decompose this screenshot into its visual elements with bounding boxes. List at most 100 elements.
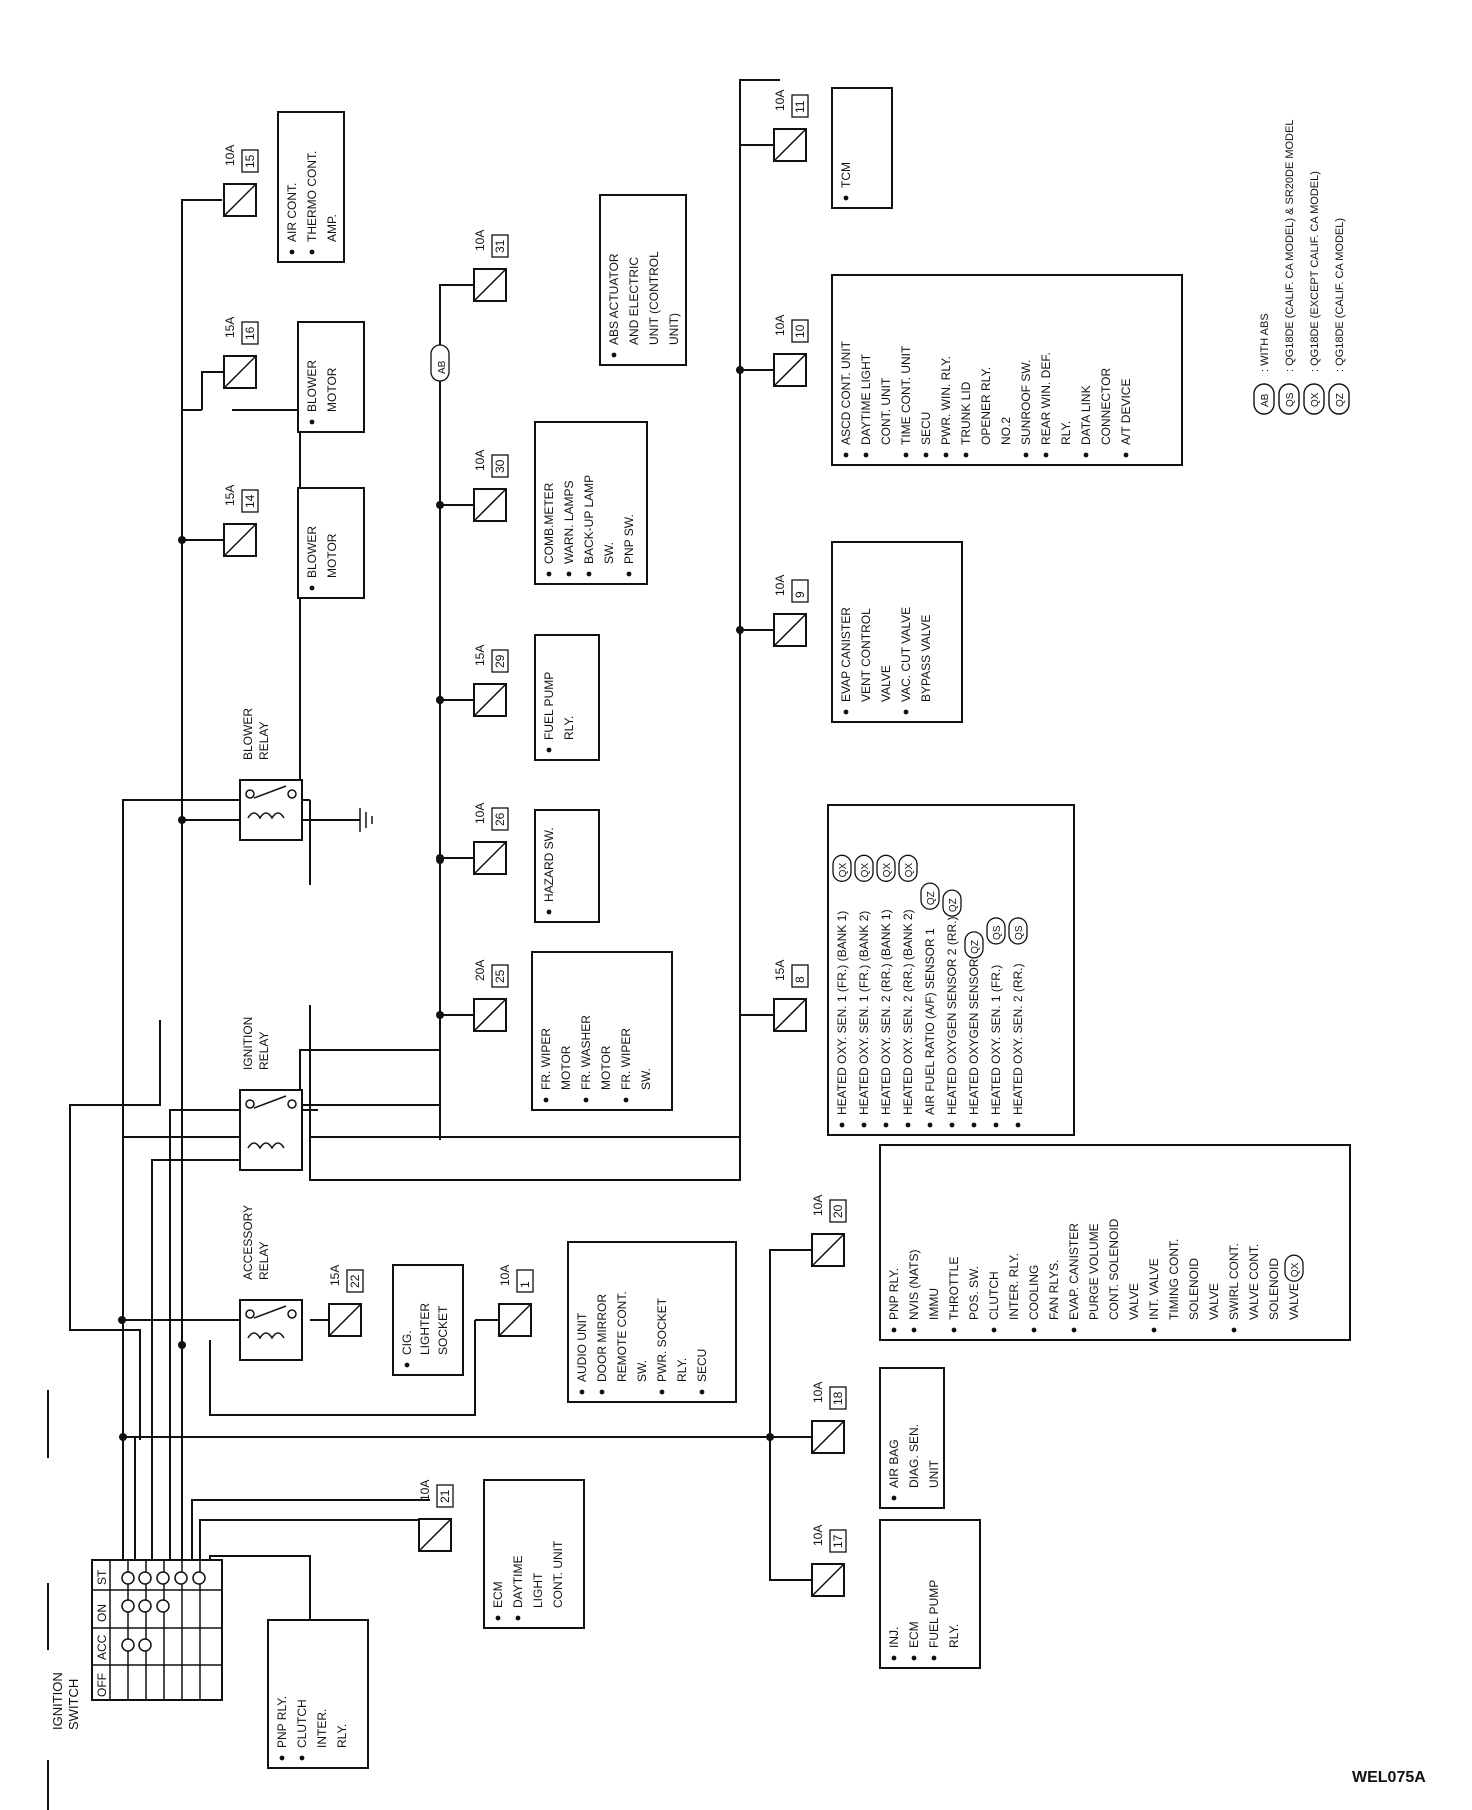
component-text: AUDIO UNIT (575, 1312, 589, 1382)
component-text: LIGHT (531, 1572, 545, 1608)
fuse-number-box (829, 1199, 847, 1223)
relay-coil (247, 812, 285, 820)
variant-tag-text: QS (1014, 925, 1025, 940)
junction-dot (736, 366, 744, 374)
junction-dot (178, 536, 186, 544)
component-text: VALVE (1127, 1283, 1141, 1320)
component-text: VENT CONTROL (859, 608, 873, 702)
branch (769, 1249, 812, 1437)
component-text: CLUTCH (987, 1271, 1001, 1320)
legend-code-badge (1253, 383, 1275, 415)
legend-code: AB (1260, 393, 1271, 407)
component-text: BLOWER (305, 526, 319, 578)
component-b11 (831, 87, 893, 209)
component-text: FR. WASHER (579, 1015, 593, 1090)
fuse-rating: 10A (418, 1480, 432, 1501)
component-text: LIGHTER (418, 1303, 432, 1355)
component-text: TIME CONT. UNIT (899, 345, 913, 445)
component-b31 (599, 194, 687, 366)
fuse-number: 18 (831, 1391, 845, 1405)
fuse-rating: 10A (223, 145, 237, 166)
component-text: VALVE CONT. (1247, 1244, 1261, 1320)
fuse-number: 1 (518, 1281, 532, 1288)
fuse-number-box (491, 807, 509, 831)
bullet (843, 709, 849, 715)
component-text: NVIS (NATS) (907, 1250, 921, 1320)
fuse-number-box (791, 579, 809, 603)
component-text: HEATED OXY. SEN. 2 (RR.) (1011, 963, 1025, 1115)
bullet (404, 1362, 410, 1368)
legend-text: : QG18DE (EXCEPT CALIF. CA MODEL) (1309, 171, 1321, 372)
blower-relay (239, 779, 303, 841)
variant-tag-text: QS (992, 925, 1003, 940)
bus (309, 79, 780, 1181)
component-text: SW. (639, 1068, 653, 1090)
fuse-element (223, 355, 257, 389)
legend-code-badge (1328, 383, 1350, 415)
component-b17 (879, 1519, 981, 1669)
fuse-rating: 15A (223, 317, 237, 338)
junction-dot (118, 1316, 126, 1324)
relay-coil (247, 1142, 285, 1150)
switch-contact (138, 1571, 152, 1585)
bullet (623, 1097, 629, 1103)
component-text: RLY. (1059, 421, 1073, 445)
component-text: REAR WIN. DEF. (1039, 352, 1053, 445)
switch-position-label: OFF (95, 1673, 109, 1697)
bullet (579, 1389, 585, 1395)
component-text: VALVE (879, 665, 893, 702)
component-b20 (879, 1144, 1351, 1341)
component-text: DOOR MIRROR (595, 1294, 609, 1382)
fuse-rating: 10A (773, 575, 787, 596)
fuse-element (811, 1233, 845, 1267)
fuse-rating: 10A (473, 803, 487, 824)
component-b25 (531, 951, 673, 1111)
variant-tag-text: QZ (970, 940, 981, 954)
component-text: SUNROOF SW. (1019, 360, 1033, 445)
bullet (626, 571, 632, 577)
fuse-number: 20 (831, 1204, 845, 1218)
fuse-element (473, 683, 507, 717)
bullet (309, 419, 315, 425)
variant-tag (854, 854, 874, 882)
bullet (515, 1615, 521, 1621)
component-text: PWR. SOCKET (655, 1297, 669, 1382)
component-text: CONT. SOLENOID (1107, 1218, 1121, 1320)
bullet (891, 1655, 897, 1661)
fuse-number-box (516, 1269, 534, 1293)
fuse-element (773, 998, 807, 1032)
fuse-number-box (491, 964, 509, 988)
fuse-rating: 15A (773, 960, 787, 981)
fuse-number-box (791, 319, 809, 343)
fuse-rating: 15A (473, 645, 487, 666)
component-text: TIMING CONT. (1167, 1239, 1181, 1320)
bullet (279, 1755, 285, 1761)
fuse-rating: 10A (498, 1265, 512, 1286)
fuse-element (773, 353, 807, 387)
bullet (903, 709, 909, 715)
component-text: UNIT) (667, 313, 681, 345)
relay-contact (245, 789, 255, 799)
legend-code: QS (1285, 392, 1296, 407)
legend-text: : WITH ABS (1259, 313, 1271, 372)
trunk-wire (199, 1519, 431, 1560)
component-text: BACK-UP LAMP (582, 475, 596, 564)
component-text: PNP RLY. (275, 1696, 289, 1748)
component-text: BYPASS VALVE (919, 615, 933, 702)
component-text: DAYTIME LIGHT (859, 353, 873, 445)
branch (181, 409, 202, 540)
component-bpnp (267, 1619, 369, 1769)
bullet (951, 1327, 957, 1333)
variant-tag-text: QX (904, 863, 915, 878)
fuse-number: 22 (348, 1274, 362, 1288)
variant-tag-text: QX (838, 863, 849, 878)
bullet (891, 1495, 897, 1501)
component-text: WARN. LAMPS (562, 480, 576, 564)
bullet (927, 1122, 933, 1128)
bullet (543, 1097, 549, 1103)
variant-tag-text: QZ (926, 891, 937, 905)
junction-dot (736, 626, 744, 634)
variant-tag (1008, 917, 1028, 945)
component-b9 (831, 541, 963, 723)
